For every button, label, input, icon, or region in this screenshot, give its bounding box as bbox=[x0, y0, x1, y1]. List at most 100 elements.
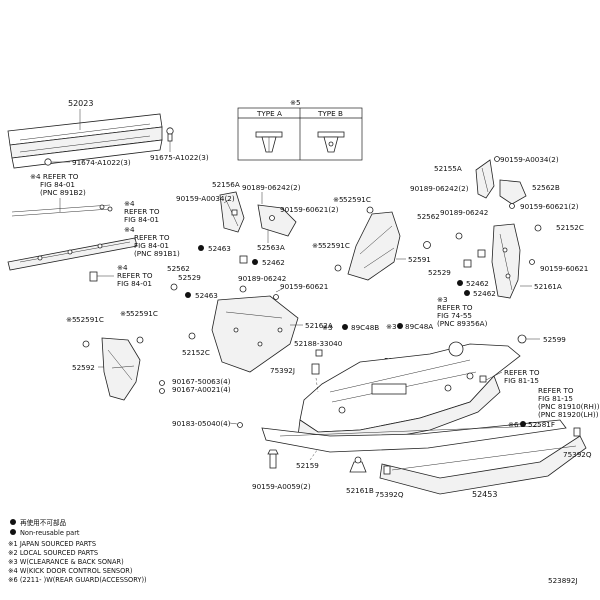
label-89C48A: 89C48A bbox=[405, 322, 433, 331]
bolt-91674 bbox=[44, 158, 70, 166]
refer-2-line1: ※4 bbox=[124, 199, 135, 208]
label-52453: 52453 bbox=[472, 490, 497, 499]
label-90167-A0021: 90167-A0021(4) bbox=[172, 385, 231, 394]
kick-sensor-harness-upper bbox=[11, 204, 113, 217]
refer-4-line3: FIG 84-01 bbox=[117, 279, 152, 288]
refer-6-line2: FIG 81-15 bbox=[504, 376, 539, 385]
label-52161B: 52161B bbox=[346, 486, 374, 495]
label-52562-r: 52562 bbox=[417, 212, 440, 221]
bolt-91675 bbox=[166, 127, 174, 152]
refer-2-line3: FIG 84-01 bbox=[124, 215, 159, 224]
part-52562-r bbox=[423, 241, 431, 249]
label-52591C-l2: 52591C bbox=[130, 309, 158, 318]
label-90159-a0034-r: 90159-A0034(2) bbox=[500, 155, 559, 164]
label-52592: 52592 bbox=[72, 363, 95, 372]
screws-90183 bbox=[229, 422, 243, 428]
nonreuse-dot-52462c bbox=[252, 259, 258, 265]
label-90159-a0059: 90159-A0059(2) bbox=[252, 482, 311, 491]
nonreuse-dot-89C48B bbox=[342, 324, 348, 330]
bolt-90159-a0034-r bbox=[494, 156, 500, 162]
side-support-left-52156A bbox=[219, 191, 245, 233]
label-52591C-mid: 52591C bbox=[322, 241, 350, 250]
grommet-90189-ls bbox=[239, 285, 247, 293]
nonreuse-dot-52581F bbox=[520, 421, 526, 427]
marker-6: ※6 bbox=[508, 420, 519, 429]
marker-5-b: ※5 bbox=[120, 309, 131, 318]
part-52462c bbox=[239, 255, 248, 264]
part-52188-l bbox=[315, 349, 323, 357]
retainer-52161A bbox=[491, 223, 521, 299]
clip-75392Q-r bbox=[573, 427, 581, 437]
part-52462b bbox=[477, 249, 486, 258]
label-52023: 52023 bbox=[68, 99, 93, 108]
refer-5-line1: ※3 bbox=[437, 295, 448, 304]
label-90189-06242-ls: 90189-06242 bbox=[238, 274, 286, 283]
cap-52599 bbox=[517, 334, 540, 344]
clip-52591C-top bbox=[366, 206, 374, 214]
label-52463-b: 52463 bbox=[195, 291, 218, 300]
legend: 再使用不可部品 Non-reusable part ※1 JAPAN SOURC… bbox=[8, 518, 147, 584]
clip-52591C-l bbox=[82, 340, 90, 348]
marker-5-c: ※5 bbox=[333, 195, 344, 204]
refer-4-line2: REFER TO bbox=[117, 271, 153, 280]
legend-item-3: ※1 JAPAN SOURCED PARTS bbox=[8, 540, 96, 548]
label-52562B: 52562B bbox=[532, 183, 560, 192]
refer-5-line4: (PNC 89356A) bbox=[437, 319, 488, 328]
side-support-52562B bbox=[499, 179, 527, 205]
label-52529-l: 52529 bbox=[178, 273, 201, 282]
side-support-52563A bbox=[257, 204, 297, 237]
refer-6-line1: REFER TO bbox=[504, 368, 540, 377]
side-bracket-52591 bbox=[347, 211, 401, 281]
label-90183-05040: 90183-05040(4) bbox=[172, 419, 231, 428]
legend-item-4: ※2 LOCAL SOURCED PARTS bbox=[8, 549, 98, 557]
refer-3-line1: ※4 bbox=[124, 225, 135, 234]
refer-1-line1: ※4 REFER TO bbox=[30, 172, 79, 181]
label-52159: 52159 bbox=[296, 461, 319, 470]
marker-5-a: ※5 bbox=[66, 315, 77, 324]
legend-dot-1 bbox=[10, 519, 16, 525]
grommet-90189-rs bbox=[455, 232, 463, 240]
label-89C48B: 89C48B bbox=[351, 323, 379, 332]
refer-7-line2: FIG 81-15 bbox=[538, 394, 573, 403]
refer-1-line2: FIG 84-01 bbox=[40, 180, 75, 189]
label-90159-a0034-l: 90159-A0034(2) bbox=[176, 194, 235, 203]
refer-2-line2: REFER TO bbox=[124, 207, 160, 216]
label-90189-06242-rs: 90189-06242 bbox=[440, 208, 488, 217]
part-52529l bbox=[170, 283, 178, 291]
part-52462a bbox=[463, 259, 472, 268]
guide-75392J bbox=[311, 363, 320, 375]
marker-3-a: ※3 bbox=[322, 323, 333, 332]
label-52463-a: 52463 bbox=[208, 244, 231, 253]
nonreuse-dot-52463b bbox=[185, 292, 191, 298]
label-52529-r: 52529 bbox=[428, 268, 451, 277]
retainer-52162A bbox=[211, 295, 299, 373]
label-52462-a: 52462 bbox=[466, 279, 489, 288]
label-90159-60621-r: 90159-60621(2) bbox=[520, 202, 579, 211]
clip-52161B bbox=[349, 456, 367, 473]
label-52462-b: 52462 bbox=[473, 289, 496, 298]
nonreuse-dot-89C48A bbox=[397, 323, 403, 329]
label-52152C-r: 52152C bbox=[556, 223, 584, 232]
kick-sensor-harness-lower bbox=[7, 237, 138, 271]
sensor-connector bbox=[89, 271, 114, 282]
label-90189-06242-r: 90189-06242(2) bbox=[410, 184, 469, 193]
clip-type-box bbox=[237, 107, 363, 161]
label-52155A: 52155A bbox=[434, 164, 462, 173]
clip-type-a-icon bbox=[255, 131, 283, 153]
clip-box-mark: ※5 bbox=[290, 98, 301, 107]
marker-5-d: ※5 bbox=[312, 241, 323, 250]
label-52591: 52591 bbox=[408, 255, 431, 264]
lower-valance-52581F bbox=[261, 419, 567, 453]
marker-3-b: ※3 bbox=[386, 322, 397, 331]
clip-type-b-icon bbox=[317, 131, 345, 153]
label-75392Q-b: 75392Q bbox=[375, 490, 404, 499]
label-91675: 91675-A1022(3) bbox=[150, 153, 209, 162]
label-52591C-top: 52591C bbox=[343, 195, 371, 204]
label-90167-50063: 90167-50063(4) bbox=[172, 377, 231, 386]
clip-type-b-label: TYPE B bbox=[317, 109, 343, 118]
label-52563A: 52563A bbox=[257, 243, 285, 252]
clip-52152C-l bbox=[188, 332, 196, 340]
label-52156A: 52156A bbox=[212, 180, 240, 189]
label-90159-60621-ls: 90159-60621 bbox=[280, 282, 328, 291]
label-52599: 52599 bbox=[543, 335, 566, 344]
